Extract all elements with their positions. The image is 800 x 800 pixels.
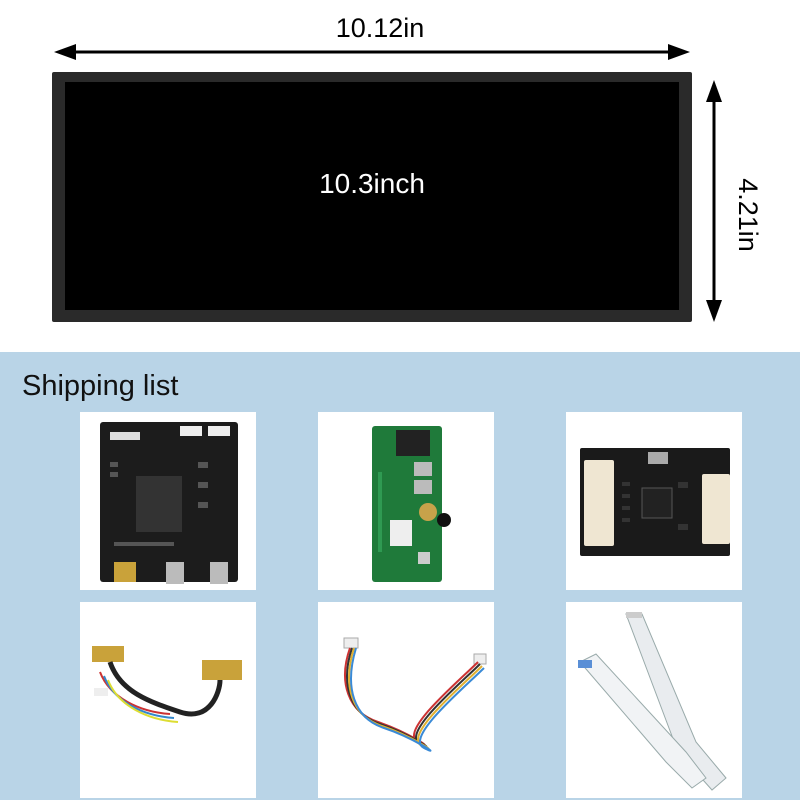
product-dimensions-section: 10.12in 4.21in 10.3inch — [0, 0, 800, 352]
lcd-panel: 10.3inch — [52, 72, 692, 322]
shipping-list-title: Shipping list — [22, 370, 179, 402]
width-arrow — [54, 44, 722, 322]
height-label: 4.21in — [733, 178, 763, 252]
key-board-image — [318, 412, 494, 590]
ffc-ribbon-cable-image — [566, 602, 742, 798]
width-label: 10.12in — [335, 13, 425, 43]
screen-size-label: 10.3inch — [319, 168, 425, 199]
lcd-screen: 10.3inch — [65, 82, 679, 310]
shipping-list-section: Shipping list — [0, 352, 800, 800]
driver-board-image — [80, 412, 256, 590]
touch-controller-board-image — [566, 412, 742, 590]
wire-harness-image — [318, 602, 494, 798]
lvds-cable-image — [80, 602, 256, 798]
